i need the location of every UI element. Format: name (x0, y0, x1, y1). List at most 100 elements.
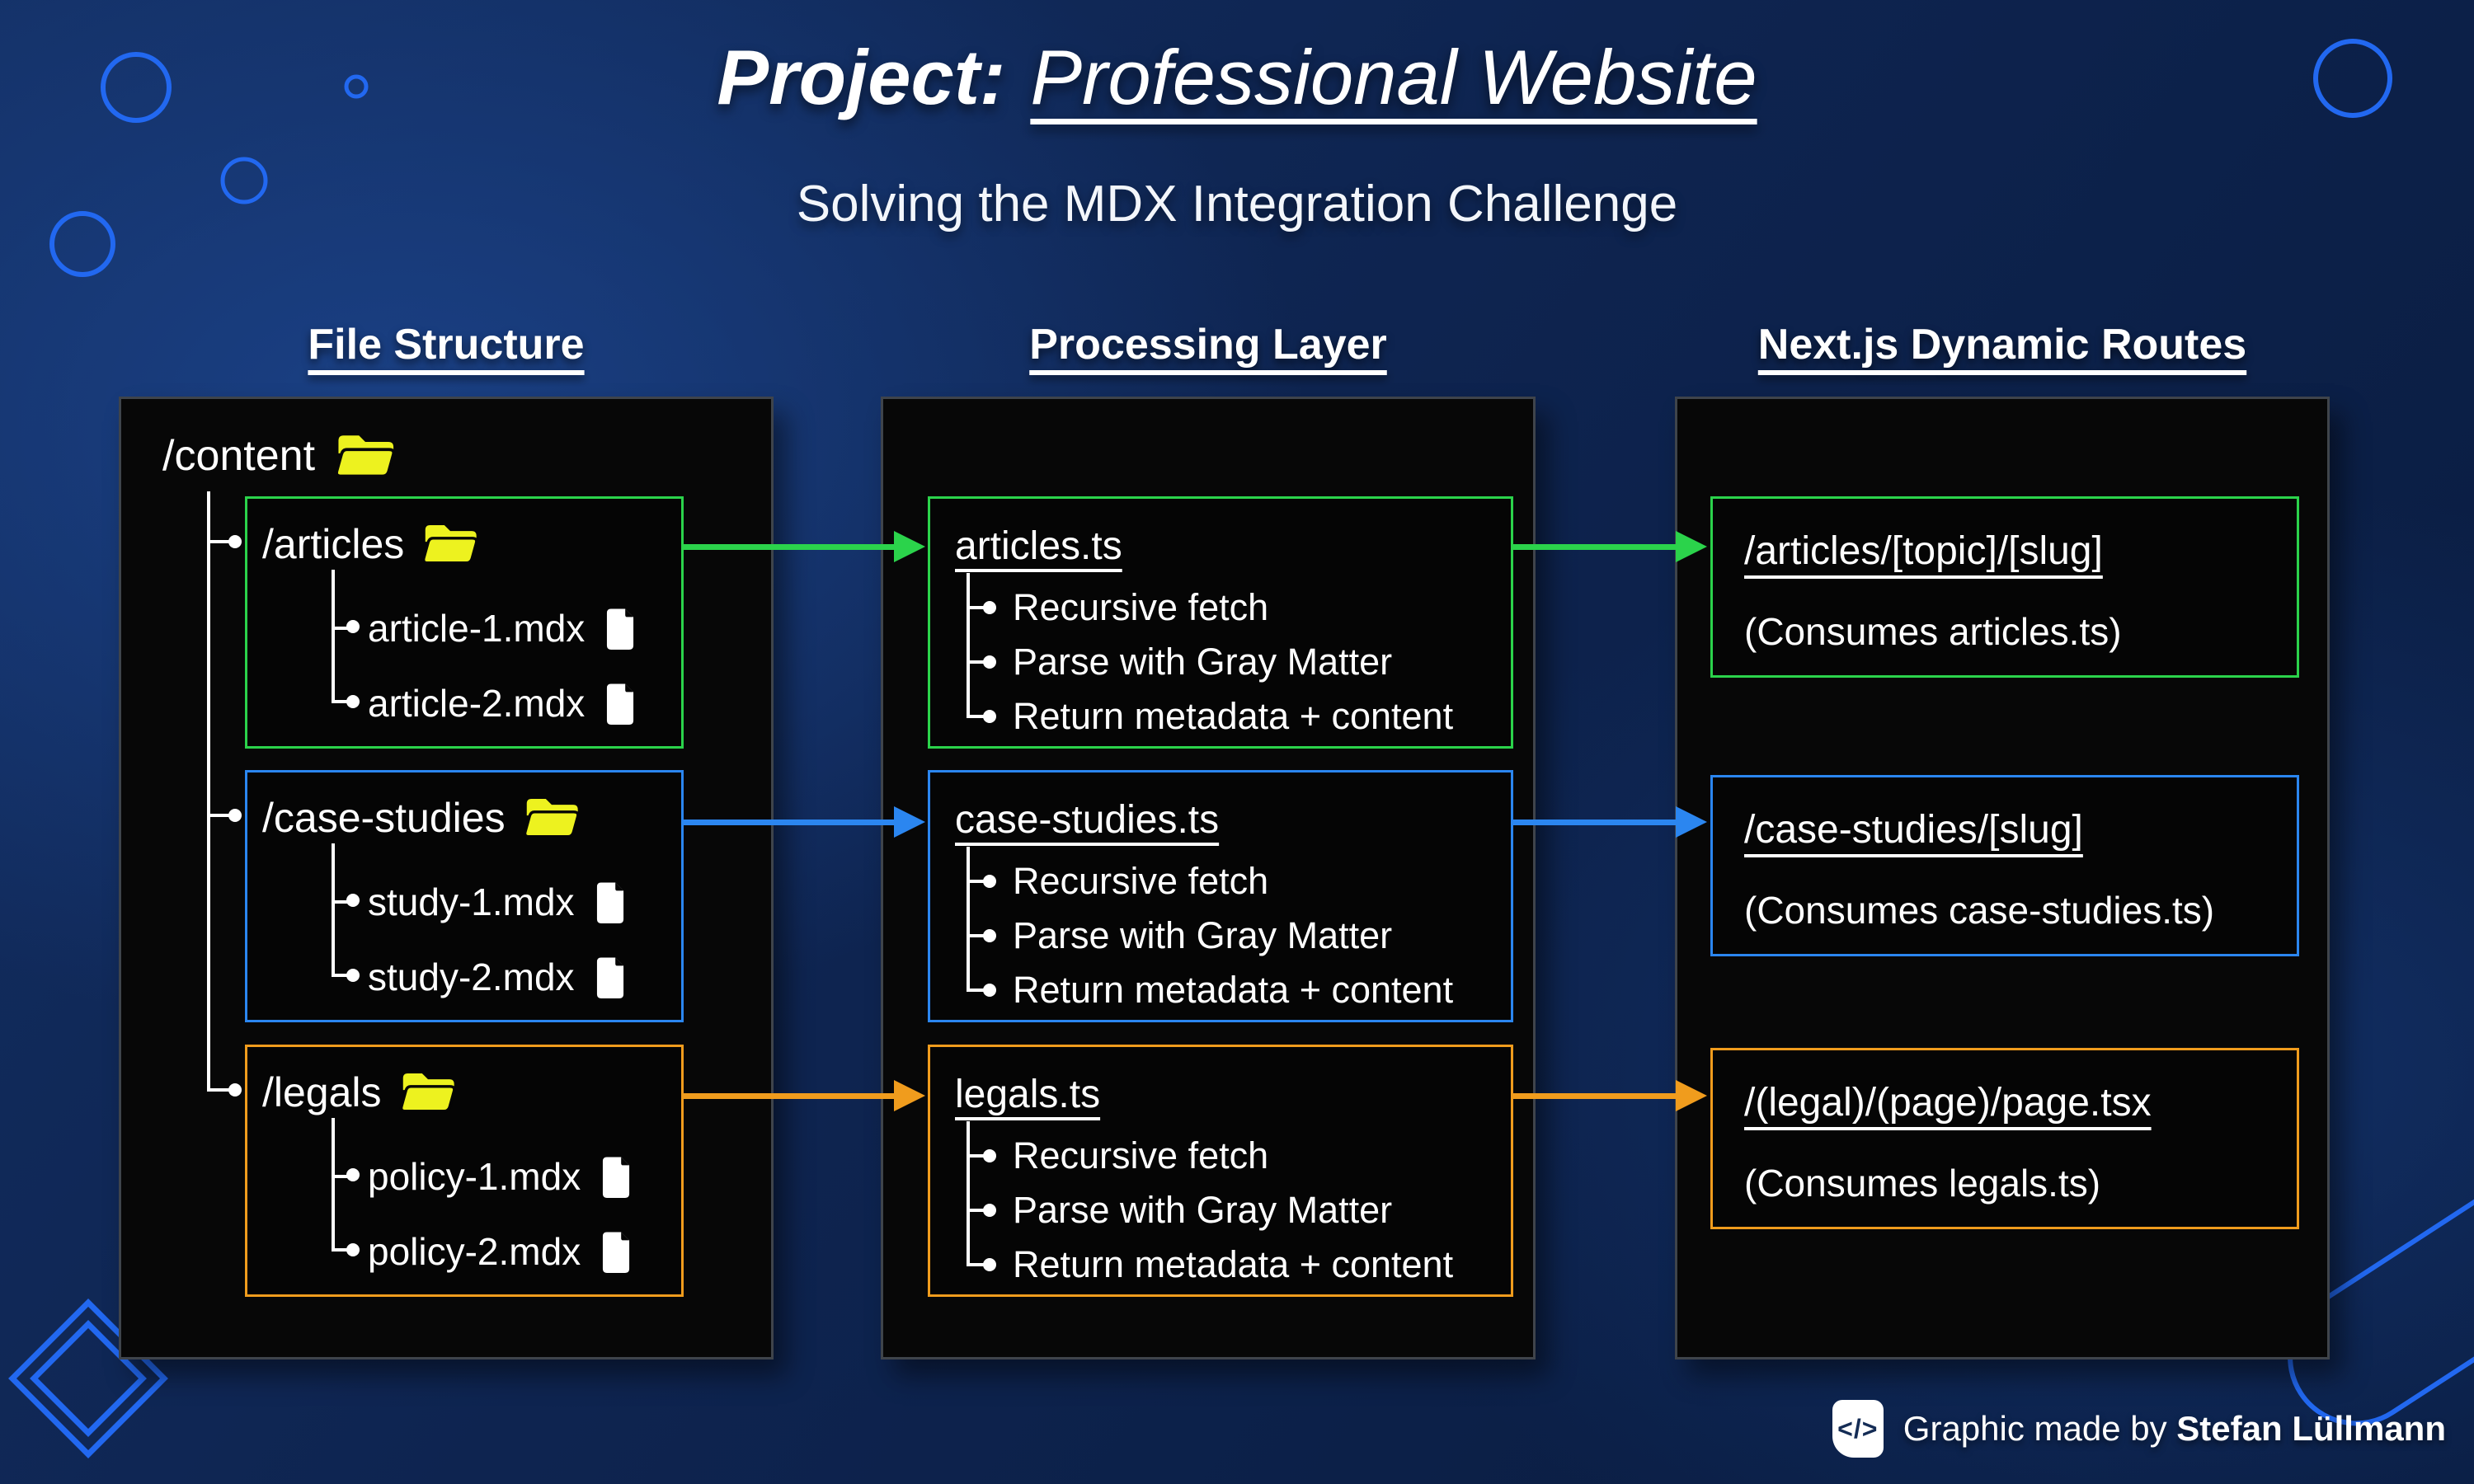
credit-text: Graphic made by Stefan Lüllmann (1903, 1409, 2446, 1448)
title-prefix: Project: (717, 34, 1006, 120)
processing-step: Parse with Gray Matter (1013, 914, 1393, 956)
file-name: policy-1.mdx (368, 1155, 581, 1198)
tree-node-dot (228, 1083, 242, 1097)
arrowhead (894, 806, 925, 838)
tree-connector (332, 627, 350, 630)
title-project-name: Professional Website (1030, 34, 1757, 120)
arrowhead (894, 531, 925, 562)
tree-connector (332, 900, 350, 904)
processing-step: Recursive fetch (1013, 1134, 1269, 1176)
tree-connector (207, 814, 232, 817)
tree-node-dot (346, 620, 360, 633)
file-icon (607, 683, 634, 725)
tree-connector (967, 1154, 986, 1158)
file-icon (603, 1232, 630, 1273)
flow-arrow-processing-to-route-articles (1511, 531, 1707, 562)
tree-node-dot (983, 710, 996, 723)
tree-node-dot (983, 601, 996, 614)
arrowhead (1676, 806, 1707, 838)
folder-name: /case-studies (262, 795, 506, 841)
tree-connector (967, 1263, 986, 1266)
folder-open-icon (523, 798, 580, 838)
tree-node-dot (983, 655, 996, 669)
tree-node-dot (983, 929, 996, 942)
flow-arrow-case-studies-to-processing (681, 806, 925, 838)
folder-open-icon (335, 435, 396, 478)
panel-file-structure: /content /articles (119, 397, 774, 1360)
route-path: /(legal)/(page)/page.tsx (1744, 1081, 2152, 1125)
tree-connector (207, 491, 210, 1090)
tree-connector (207, 1088, 232, 1092)
route-box-case-studies: /case-studies/[slug] (Consumes case-stud… (1710, 775, 2299, 956)
route-note: (Consumes articles.ts) (1744, 610, 2122, 653)
tree-connector (967, 847, 970, 990)
file-row: policy-2.mdx (368, 1225, 673, 1278)
folder-box-case-studies: /case-studies study-1.mdx study-2.mdx (245, 770, 684, 1022)
route-note: (Consumes case-studies.ts) (1744, 889, 2215, 932)
module-box-case-studies-ts: case-studies.ts Recursive fetch Parse wi… (928, 770, 1513, 1022)
code-icon: </> (1832, 1400, 1884, 1458)
tree-connector (967, 1209, 986, 1212)
file-name: study-2.mdx (368, 956, 575, 998)
route-box-articles: /articles/[topic]/[slug] (Consumes artic… (1710, 496, 2299, 678)
tree-connector (967, 880, 986, 883)
tree-connector (967, 715, 986, 718)
route-note: (Consumes legals.ts) (1744, 1162, 2101, 1205)
tree-node-dot (983, 1149, 996, 1162)
flow-arrow-processing-to-route-case-studies (1511, 806, 1707, 838)
folder-box-legals: /legals policy-1.mdx policy-2.mdx (245, 1045, 684, 1297)
folder-open-icon (399, 1073, 456, 1113)
flow-arrow-articles-to-processing (681, 531, 925, 562)
module-box-articles-ts: articles.ts Recursive fetch Parse with G… (928, 496, 1513, 749)
processing-step: Recursive fetch (1013, 860, 1269, 902)
file-row: article-2.mdx (368, 677, 673, 730)
tree-connector (332, 974, 350, 977)
tree-node-dot (346, 1243, 360, 1256)
tree-connector (332, 1248, 350, 1252)
tree-node-dot (228, 809, 242, 822)
arrowhead (894, 1080, 925, 1111)
tree-node-dot (983, 1204, 996, 1217)
tree-node-dot (983, 875, 996, 888)
tree-node-dot (228, 535, 242, 548)
column-header-processing-layer: Processing Layer (1029, 321, 1387, 369)
page-title: Project: Professional Website (0, 33, 2474, 122)
panel-processing-layer: articles.ts Recursive fetch Parse with G… (881, 397, 1536, 1360)
file-row: study-2.mdx (368, 951, 673, 1003)
flow-arrow-legals-to-processing (681, 1080, 925, 1111)
file-row: policy-1.mdx (368, 1150, 673, 1203)
column-header-file-structure: File Structure (308, 321, 585, 369)
processing-step: Return metadata + content (1013, 1243, 1454, 1285)
tree-connector (332, 570, 335, 702)
tree-connector (332, 1118, 335, 1250)
column-header-dynamic-routes: Next.js Dynamic Routes (1757, 321, 2247, 369)
module-name: articles.ts (955, 524, 1122, 568)
processing-step: Return metadata + content (1013, 969, 1454, 1011)
route-path: /articles/[topic]/[slug] (1744, 529, 2103, 573)
file-name: policy-2.mdx (368, 1230, 581, 1273)
tree-node-dot (983, 984, 996, 997)
panel-dynamic-routes: /articles/[topic]/[slug] (Consumes artic… (1675, 397, 2330, 1360)
tree-node-dot (346, 969, 360, 982)
tree-node-dot (346, 894, 360, 907)
folder-title-row: /legals (262, 1067, 458, 1118)
file-row: study-1.mdx (368, 876, 673, 928)
tree-node-dot (983, 1258, 996, 1271)
credit-author: Stefan Lüllmann (2176, 1409, 2446, 1448)
tree-connector (967, 660, 986, 664)
tree-root-content: /content (162, 430, 397, 481)
tree-connector (967, 989, 986, 992)
file-icon (607, 608, 634, 650)
tree-node-dot (346, 695, 360, 708)
file-icon (603, 1157, 630, 1198)
file-name: article-1.mdx (368, 607, 586, 650)
file-row: article-1.mdx (368, 602, 673, 655)
file-name: article-2.mdx (368, 682, 586, 725)
credit-bar: </> Graphic made by Stefan Lüllmann (1832, 1400, 2446, 1458)
processing-step: Return metadata + content (1013, 695, 1454, 737)
module-box-legals-ts: legals.ts Recursive fetch Parse with Gra… (928, 1045, 1513, 1297)
route-path: /case-studies/[slug] (1744, 808, 2083, 852)
module-name: case-studies.ts (955, 798, 1220, 842)
tree-connector (332, 700, 350, 703)
